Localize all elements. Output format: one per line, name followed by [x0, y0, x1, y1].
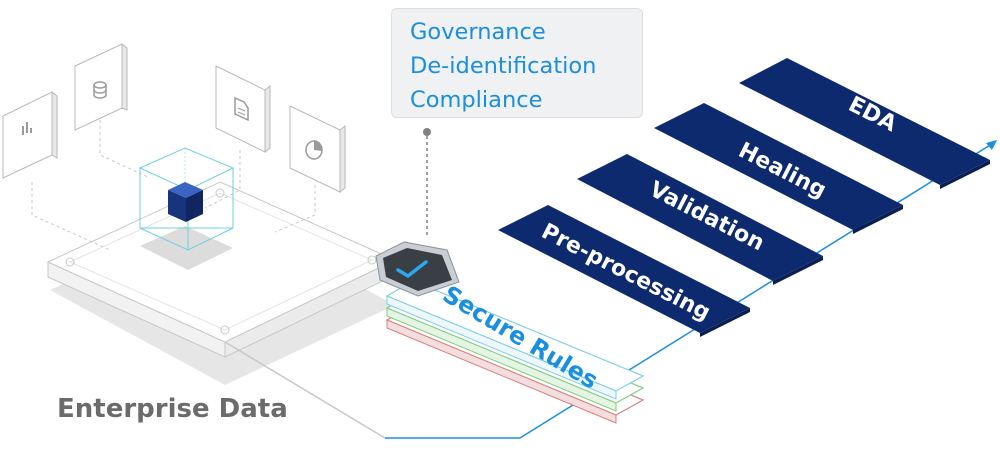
cube-shadow	[140, 226, 233, 270]
governance-callout: Governance De-identification Compliance	[391, 8, 643, 118]
callout-connector	[423, 128, 431, 238]
rules-layer-top	[385, 280, 645, 400]
file-doc-icon	[215, 65, 271, 154]
callout-line-deidentification: De-identification	[410, 53, 597, 79]
callout-line-compliance: Compliance	[410, 87, 543, 113]
chart-doc-icon	[2, 90, 58, 179]
stage-band-eda	[739, 58, 990, 189]
shield-check-icon	[375, 241, 460, 297]
callout-line-governance: Governance	[410, 19, 546, 45]
stage-band-pre-processing	[498, 205, 750, 337]
platform-to-pipeline-line	[224, 341, 386, 439]
stage-band-validation	[577, 154, 823, 285]
data-cube	[168, 182, 203, 222]
pipeline-arrowhead	[986, 140, 997, 150]
pipeline-axis	[385, 141, 996, 439]
enterprise-platform	[46, 181, 397, 358]
database-doc-icon	[74, 42, 128, 131]
enterprise-data-label: Enterprise Data	[57, 394, 288, 424]
pie-doc-icon	[289, 105, 346, 194]
document-connectors	[31, 120, 316, 251]
stage-band-healing	[654, 103, 903, 234]
